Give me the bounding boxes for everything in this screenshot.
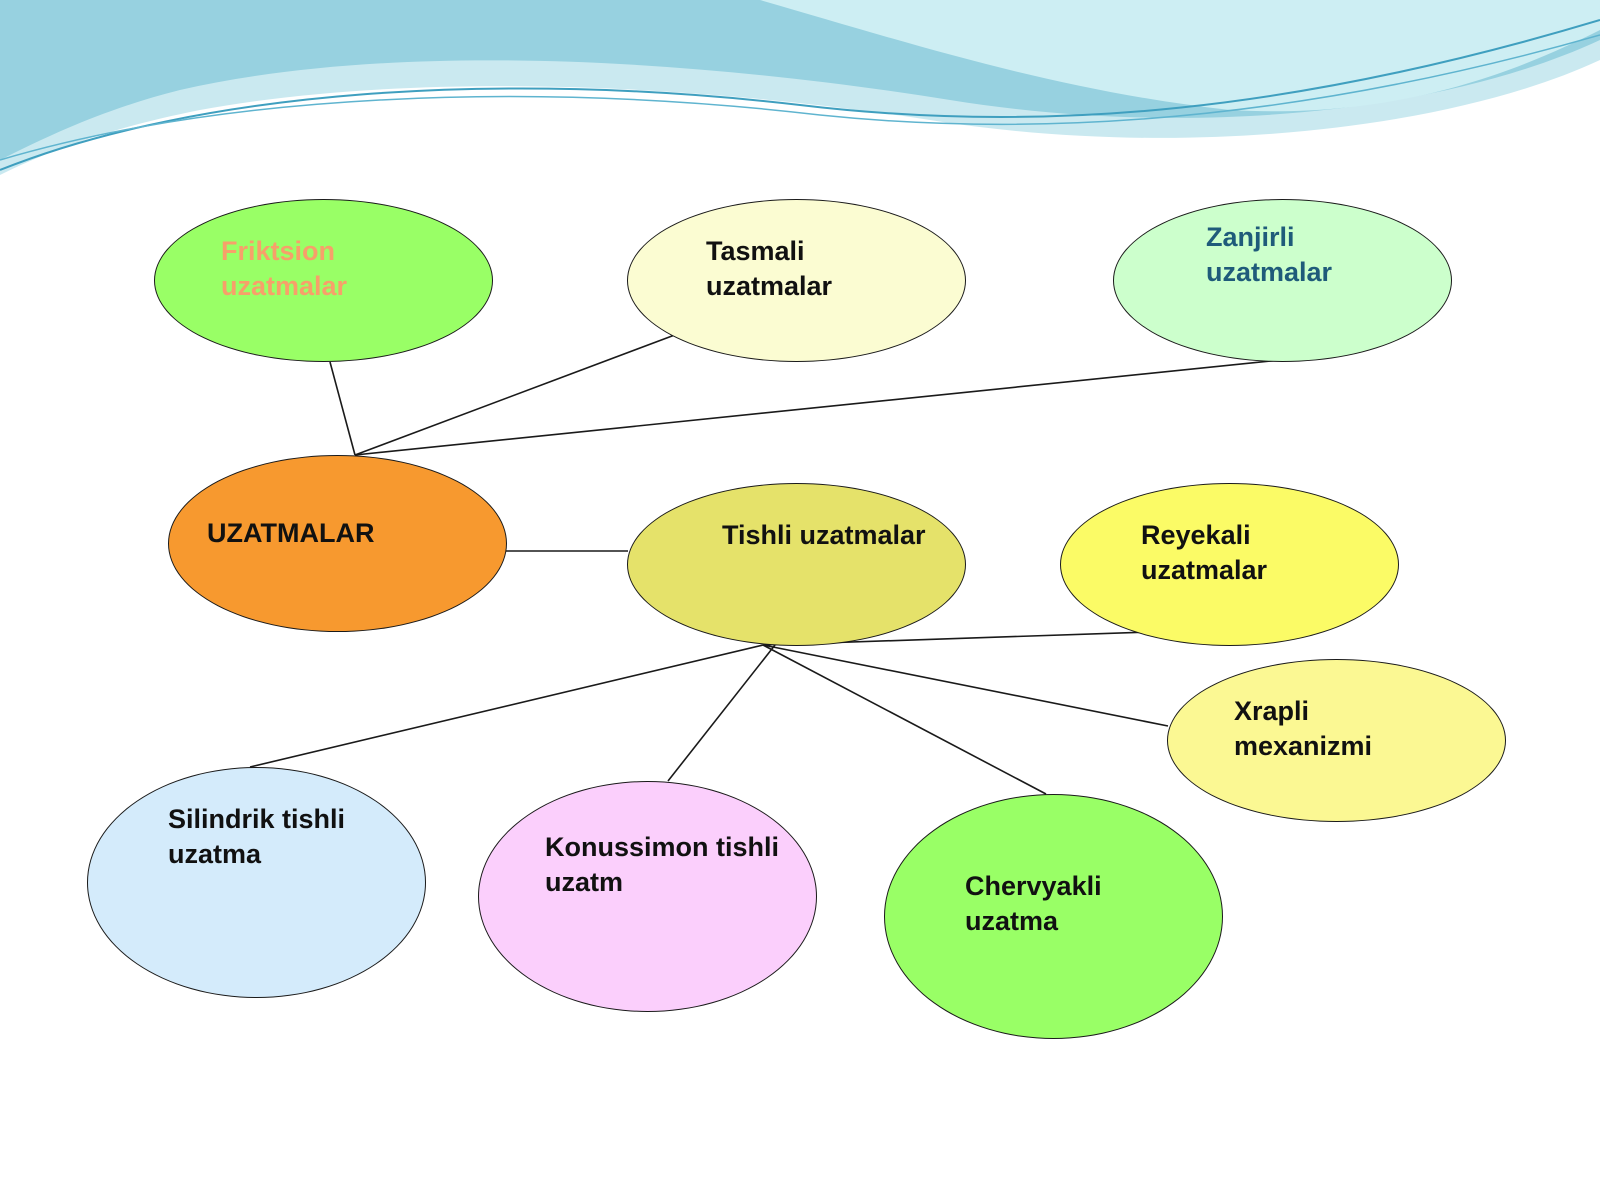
- node-uzatmalar-root: UZATMALAR: [168, 455, 507, 632]
- node-reyekali-uzatmalar: Reyekali uzatmalar: [1060, 483, 1399, 646]
- node-tishli-label: Tishli uzatmalar: [722, 520, 926, 550]
- node-tasmali-label: Tasmali uzatmalar: [706, 236, 833, 301]
- node-friktsion-label: Friktsion uzatmalar: [221, 236, 348, 301]
- node-friktsion-uzatmalar: Friktsion uzatmalar: [154, 199, 493, 362]
- node-silindrik-tishli-uzatma: Silindrik tishli uzatma: [87, 767, 426, 998]
- node-tishli-uzatmalar: Tishli uzatmalar: [627, 483, 966, 646]
- node-xrapli-label: Xrapli mexanizmi: [1234, 696, 1373, 761]
- node-zanjirli-uzatmalar: Zanjirli uzatmalar: [1113, 199, 1452, 362]
- node-konussimon-tishli-uzatm: Konussimon tishli uzatm: [478, 781, 817, 1012]
- node-konussimon-label: Konussimon tishli uzatm: [545, 832, 780, 897]
- node-chervyakli-uzatma: Chervyakli uzatma: [884, 794, 1223, 1039]
- node-tasmali-uzatmalar: Tasmali uzatmalar: [627, 199, 966, 362]
- node-uzatmalar-label: UZATMALAR: [207, 518, 375, 548]
- node-reyekali-label: Reyekali uzatmalar: [1141, 520, 1268, 585]
- node-silindrik-label: Silindrik tishli uzatma: [168, 804, 346, 869]
- node-zanjirli-label: Zanjirli uzatmalar: [1206, 222, 1333, 287]
- node-chervyakli-label: Chervyakli uzatma: [965, 871, 1102, 936]
- header-wave-decoration: [0, 0, 1600, 175]
- node-xrapli-mexanizmi: Xrapli mexanizmi: [1167, 659, 1506, 822]
